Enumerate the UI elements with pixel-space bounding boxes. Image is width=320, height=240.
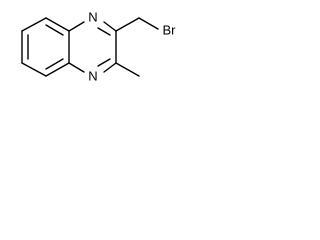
bond-methyl bbox=[115, 62, 140, 77]
bond-benzene-double-2 bbox=[45, 24, 64, 36]
bond-ch2 bbox=[115, 17, 140, 32]
bond-benzene-3 bbox=[45, 62, 70, 77]
bond-benzene-6 bbox=[21, 17, 47, 32]
atom-label-n-bottom: N bbox=[88, 68, 97, 83]
atom-label-bromine: Br bbox=[163, 22, 177, 37]
bond-benzene-1 bbox=[45, 17, 70, 32]
bond-ch2-br bbox=[138, 17, 159, 30]
molecule-diagram: N N Br bbox=[21, 9, 177, 83]
chemical-structure-canvas: N N Br bbox=[0, 0, 224, 98]
bond-pyrazine-4 bbox=[103, 62, 117, 73]
bond-pyrazine-2 bbox=[103, 21, 117, 32]
bond-pyrazine-double-1 bbox=[97, 27, 111, 36]
bond-pyrazine-1 bbox=[68, 21, 85, 32]
atom-label-n-top: N bbox=[88, 9, 97, 24]
bond-pyrazine-double-2 bbox=[97, 58, 111, 67]
bond-benzene-4 bbox=[21, 62, 47, 77]
bond-pyrazine-5 bbox=[68, 62, 85, 73]
bond-benzene-double-3 bbox=[45, 58, 64, 70]
